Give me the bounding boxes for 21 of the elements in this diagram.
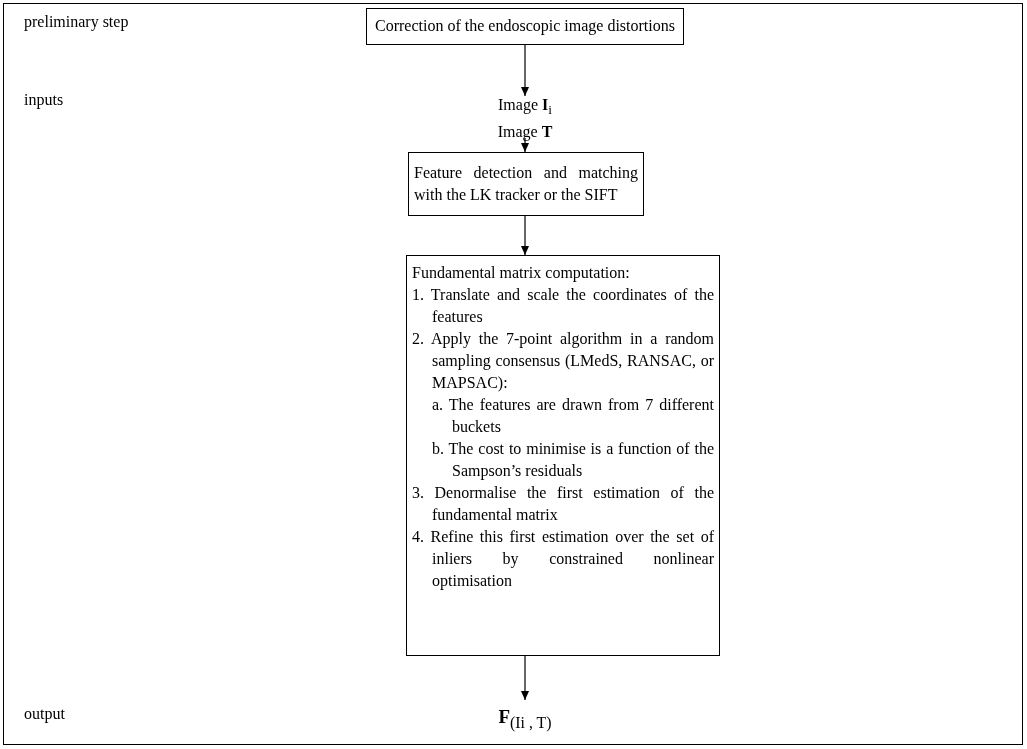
input-text: Image T xyxy=(496,122,554,143)
arrow xyxy=(521,137,529,153)
process-step-text: Correction of the endoscopic image distortions xyxy=(374,16,676,37)
process-box xyxy=(406,255,720,656)
list-item: b. The cost to minimise is a function of the Sampson’s residuals xyxy=(431,439,714,482)
arrow xyxy=(521,655,529,701)
process-step-text: Feature detection and matching with the LK tracker or the SIFT xyxy=(414,163,638,205)
process-box xyxy=(408,152,644,216)
list-item: 1. Translate and scale the coordinates of the features xyxy=(412,285,714,327)
list-item: 3. Denormalise the first estimation of the fundamental matrix xyxy=(412,483,714,525)
row-label: inputs xyxy=(24,90,64,110)
list-item: 4. Refine this first estimation over the set of inliers by constrained nonlinear optimisation xyxy=(412,527,714,592)
arrow xyxy=(521,44,529,97)
input-text: Image I$_{i}$ xyxy=(497,95,553,120)
process-box xyxy=(366,8,684,45)
row-label: output xyxy=(24,704,65,724)
arrow xyxy=(521,215,529,256)
output-text: F$_{(Ii , T)}$ xyxy=(497,706,553,734)
box-heading: Fundamental matrix computation: xyxy=(412,263,631,284)
row-label: preliminary step xyxy=(24,12,129,32)
list-item: 2. Apply the 7-point algorithm in a random sampling consensus (LMedS, RANSAC, or MAPSAC): xyxy=(412,329,714,394)
